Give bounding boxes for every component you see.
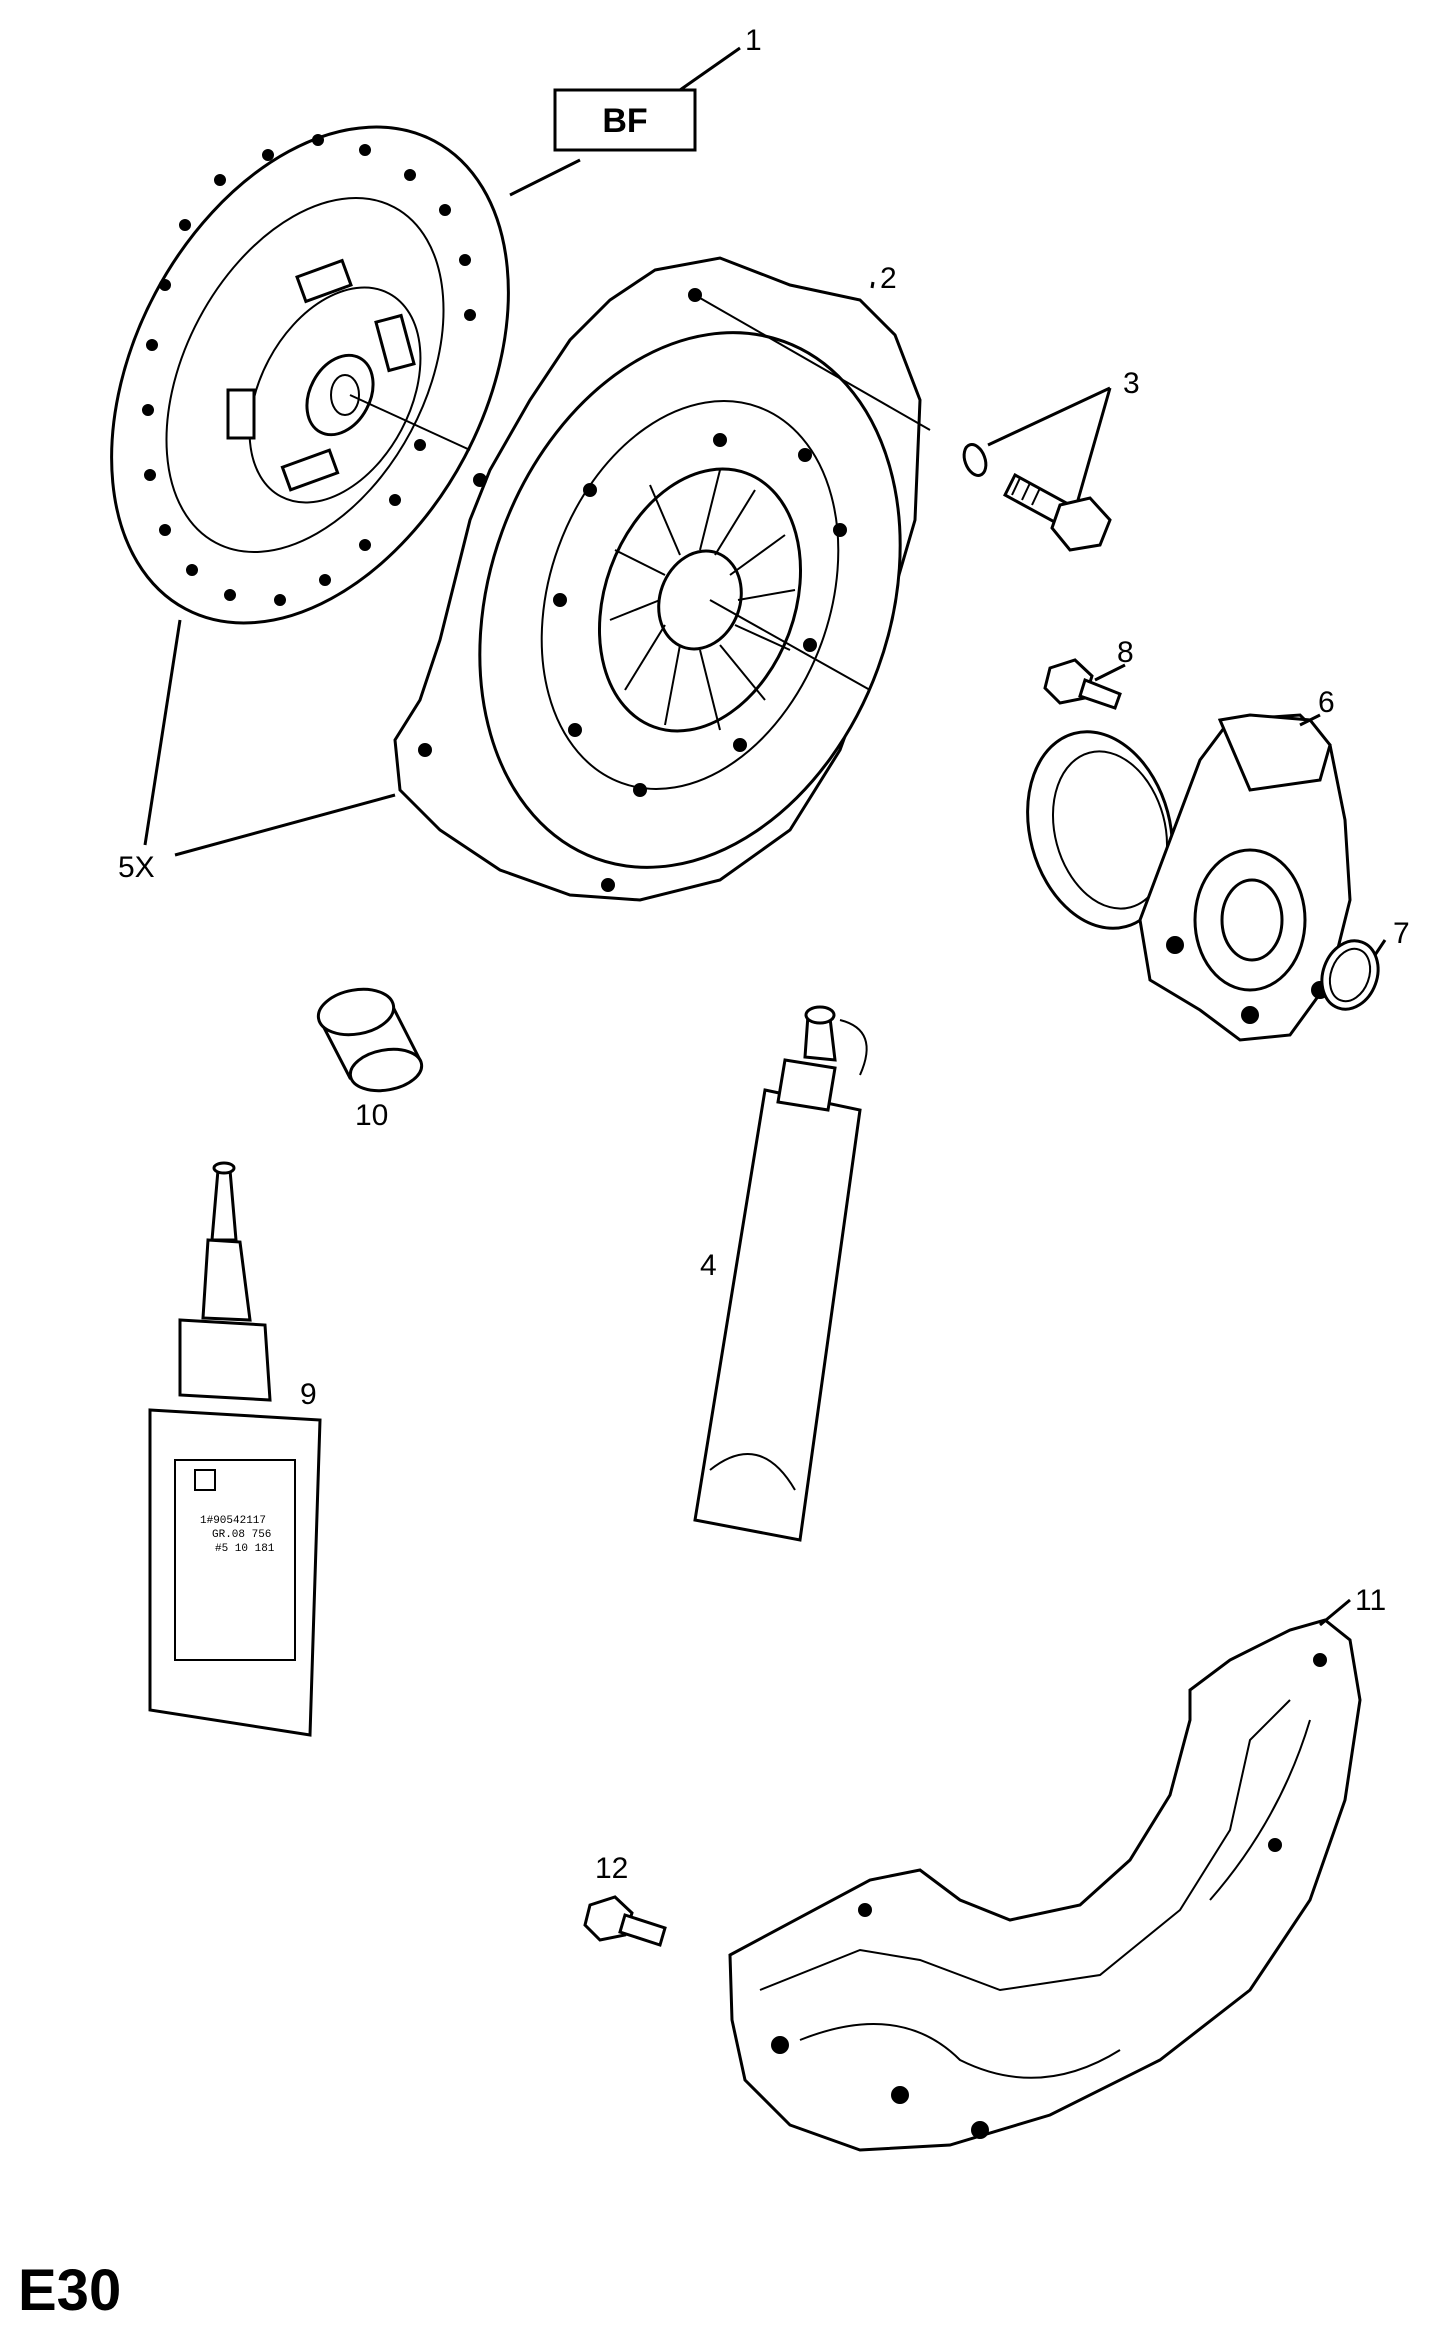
callout-11: 11	[1355, 1584, 1386, 1617]
diaphragm-fingers	[609, 469, 796, 731]
callout-3: 3	[1123, 367, 1140, 400]
small-bolt	[1043, 658, 1122, 710]
slave-cylinder	[1026, 713, 1352, 1042]
bf-label-box: BF	[553, 88, 697, 152]
callout-5x: 5X	[118, 851, 155, 884]
leader-lines	[143, 46, 1387, 1627]
bf-label-text: BF	[602, 102, 647, 140]
bolt-with-washer	[962, 443, 1112, 552]
callout-9: 9	[300, 1378, 317, 1411]
callout-8: 8	[1117, 636, 1134, 669]
housing-cover-plate	[728, 1618, 1362, 2152]
grease-tube	[693, 1005, 868, 1542]
fluid-bottle: 1#90542117 GR.08 756 #5 10 181	[148, 1161, 322, 1737]
callout-12: 12	[595, 1852, 628, 1885]
callout-4: 4	[700, 1249, 717, 1282]
callout-2: 2	[880, 262, 897, 295]
clutch-disc	[110, 125, 510, 625]
callout-7: 7	[1393, 917, 1410, 950]
callout-1: 1	[745, 24, 762, 57]
pilot-bushing	[316, 987, 424, 1093]
callout-6: 6	[1318, 686, 1335, 719]
cover-bolt	[583, 1895, 667, 1947]
pressure-plate	[393, 256, 931, 902]
o-ring	[1320, 939, 1380, 1011]
bottle-label-line-2: GR.08 756	[212, 1529, 271, 1541]
page-code: E30	[18, 2258, 121, 2323]
bottle-label-line-1: 1#90542117	[200, 1515, 266, 1527]
bottle-label-line-3: #5 10 181	[215, 1543, 275, 1555]
callout-10: 10	[355, 1099, 388, 1132]
